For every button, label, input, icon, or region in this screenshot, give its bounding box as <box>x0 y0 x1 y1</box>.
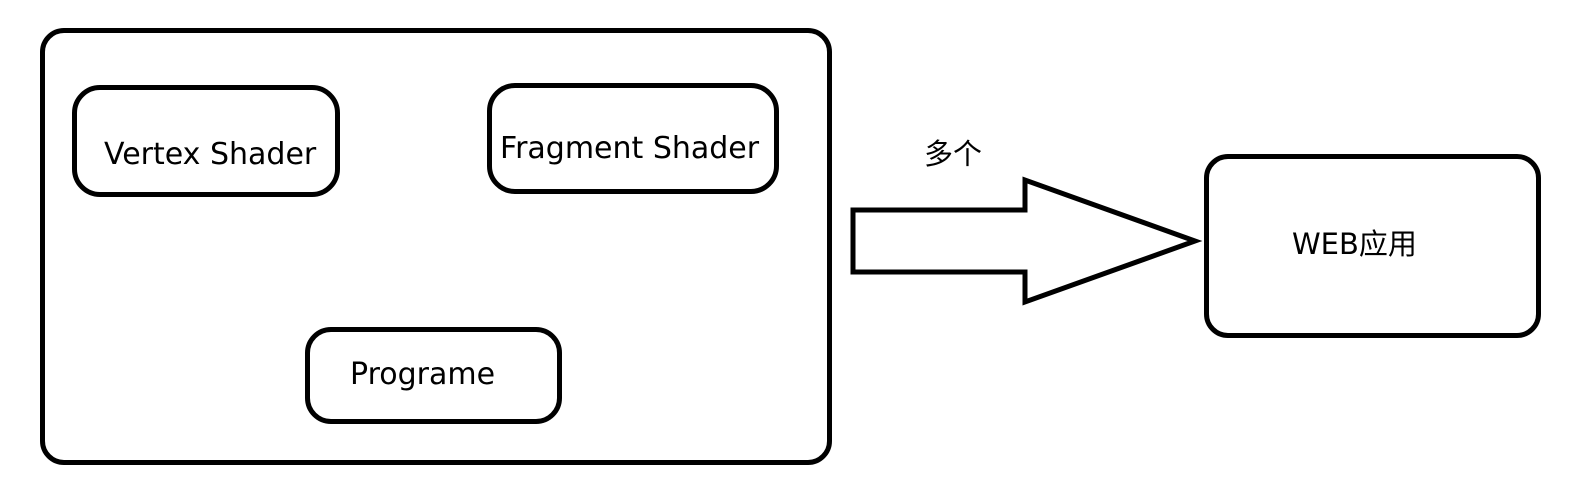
web-app-box <box>1204 154 1541 338</box>
right-arrow-icon <box>850 176 1203 306</box>
vertex-shader-label: Vertex Shader <box>104 137 317 172</box>
fragment-shader-box <box>487 83 779 194</box>
arrow-label: 多个 <box>924 137 983 171</box>
programe-box <box>305 327 562 424</box>
web-app-label: WEB应用 <box>1292 227 1417 261</box>
fragment-shader-label: Fragment Shader <box>500 131 760 166</box>
programe-label: Programe <box>350 357 496 392</box>
vertex-shader-box <box>72 85 340 197</box>
